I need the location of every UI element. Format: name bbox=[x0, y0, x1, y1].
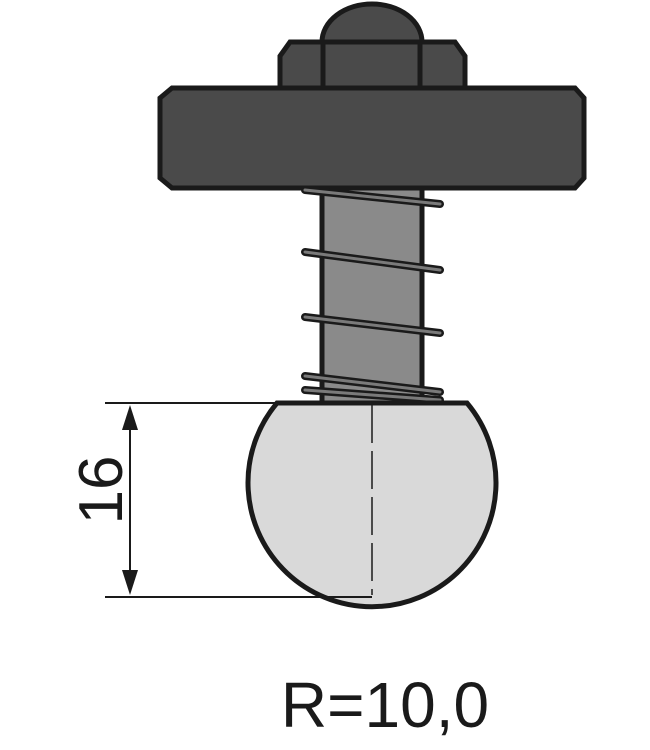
arrowhead-top bbox=[122, 405, 138, 430]
spring-inner bbox=[303, 188, 442, 402]
hex-nut bbox=[277, 39, 468, 91]
radius-label: R=10,0 bbox=[280, 669, 490, 741]
shaft bbox=[319, 185, 425, 406]
clamp-plate bbox=[157, 85, 587, 191]
dome-cap bbox=[319, 1, 425, 45]
arrowhead-bottom bbox=[122, 570, 138, 595]
dimension-value: 16 bbox=[67, 456, 136, 525]
